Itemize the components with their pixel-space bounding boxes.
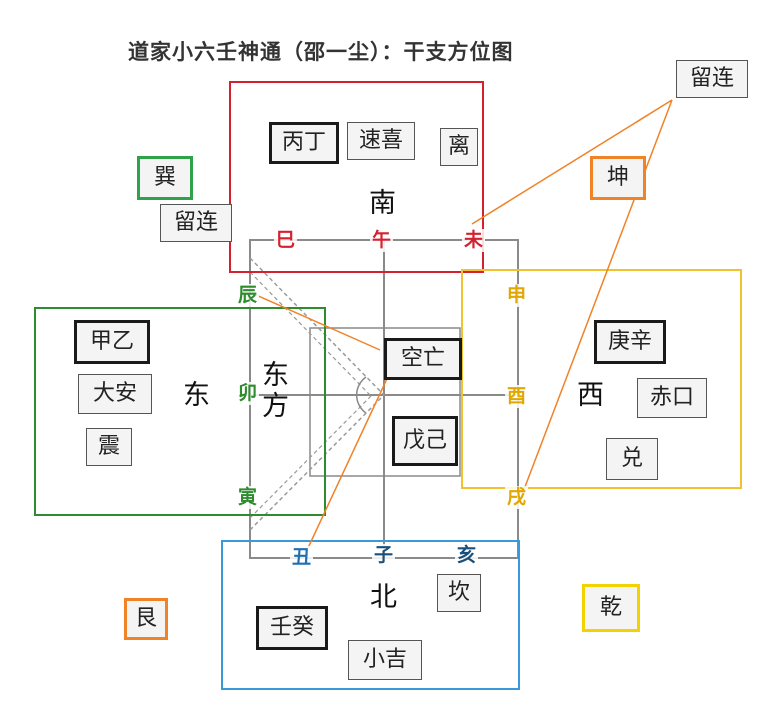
angle-arc — [355, 376, 367, 414]
palace-suxi-label: 速喜 — [347, 122, 415, 160]
branch-wu: 午 — [370, 229, 394, 252]
branch-you: 酉 — [505, 385, 529, 408]
dashed-diagonal-lower-2 — [249, 394, 373, 519]
dashed-diagonal-upper-2 — [249, 271, 371, 396]
branch-si: 巳 — [274, 229, 298, 252]
direction-north: 北 — [370, 582, 397, 613]
connector-liulian-wei — [471, 99, 673, 225]
dashed-diagonal-upper — [249, 257, 385, 396]
trigram-xun-box: 巽 — [137, 156, 193, 200]
branch-chen: 辰 — [236, 284, 260, 307]
trigram-qian-box: 乾 — [582, 584, 640, 632]
branch-shen: 申 — [505, 284, 529, 307]
west-region — [461, 269, 742, 489]
stems-bingding-label: 丙丁 — [269, 122, 339, 164]
branch-chou: 丑 — [290, 546, 314, 569]
branch-mao: 卯 — [236, 382, 260, 405]
direction-east: 东 — [183, 380, 210, 411]
diagram-title: 道家小六壬神通（邵一尘）：干支方位图 — [128, 39, 514, 64]
direction-south: 南 — [369, 188, 396, 219]
branch-hai: 亥 — [455, 544, 479, 567]
trigram-zhen-label: 震 — [86, 428, 132, 466]
direction-west: 西 — [577, 380, 604, 411]
stems-wuji-label: 戊己 — [392, 416, 458, 466]
palace-daan-label: 大安 — [78, 374, 152, 414]
trigram-dui-label: 兑 — [606, 438, 658, 480]
trigram-li-label: 离 — [440, 128, 478, 166]
direction-east-fang: 东方 — [262, 360, 289, 423]
east-region — [34, 307, 326, 516]
stems-rengui-label: 壬癸 — [256, 606, 328, 650]
connector-liulian-xu — [519, 99, 673, 501]
branch-zi: 子 — [372, 544, 396, 567]
palace-liulian-left: 留连 — [160, 204, 232, 242]
trigram-kan-label: 坎 — [437, 574, 481, 612]
branch-wei: 未 — [462, 229, 486, 252]
connector-chou-kongwang — [307, 367, 393, 549]
branch-yin: 寅 — [236, 486, 260, 509]
palace-kongwang-label: 空亡 — [384, 338, 462, 380]
connector-chen-kongwang — [253, 293, 381, 351]
stems-jiayi-label: 甲乙 — [74, 320, 150, 364]
south-region — [229, 81, 484, 273]
palace-chikou-label: 赤口 — [637, 378, 707, 418]
dashed-diagonal-lower — [249, 394, 385, 531]
center-square — [309, 327, 461, 477]
trigram-gen-box: 艮 — [124, 598, 168, 640]
stems-gengxin-label: 庚辛 — [594, 320, 666, 364]
branch-xu: 戌 — [505, 486, 529, 509]
palace-xiaoji-label: 小吉 — [348, 640, 422, 680]
north-region — [221, 540, 520, 690]
trigram-kun-box: 坤 — [590, 156, 646, 200]
palace-liulian-top-right: 留连 — [676, 60, 748, 98]
